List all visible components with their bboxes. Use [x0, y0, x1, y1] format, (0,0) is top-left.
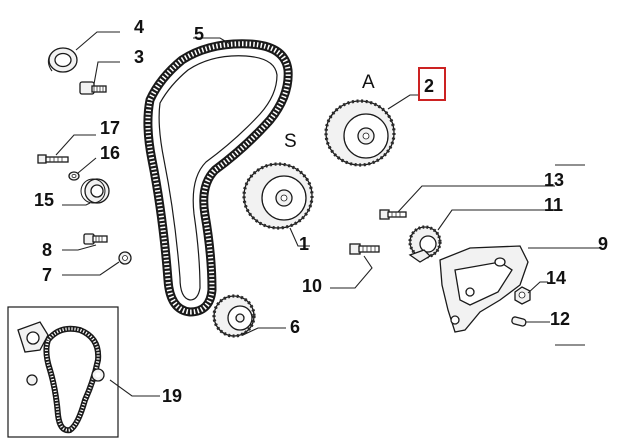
callout-14[interactable]: 14: [546, 268, 566, 288]
callout-5[interactable]: 5: [194, 24, 204, 44]
camshaft-pulley-exhaust[interactable]: [242, 162, 314, 230]
crankshaft-pulley[interactable]: [212, 294, 256, 338]
bolt-8[interactable]: [83, 233, 108, 245]
timing-kit-inset[interactable]: [7, 306, 119, 438]
callout-4[interactable]: 4: [134, 17, 144, 37]
washer-16[interactable]: [68, 171, 80, 181]
nut-7[interactable]: [118, 251, 132, 265]
callout-10[interactable]: 10: [302, 276, 322, 296]
bolt-17[interactable]: [37, 154, 69, 164]
nut-14[interactable]: [514, 286, 531, 305]
callout-15[interactable]: 15: [34, 190, 54, 210]
bolt-13[interactable]: [379, 209, 407, 220]
belt-tensioner[interactable]: [408, 225, 442, 263]
highlight-box: [418, 67, 446, 101]
timing-belt[interactable]: [143, 39, 293, 317]
bolt-3[interactable]: [79, 81, 107, 95]
letter-s: S: [284, 131, 297, 152]
callout-6[interactable]: 6: [290, 317, 300, 337]
idler-roller[interactable]: [80, 178, 110, 204]
callout-17[interactable]: 17: [100, 118, 120, 138]
camshaft-pulley-intake[interactable]: [324, 99, 396, 167]
leader-lines: [55, 31, 600, 397]
callout-9[interactable]: 9: [598, 234, 608, 254]
dowel-pin-12[interactable]: [511, 316, 527, 327]
callout-13[interactable]: 13: [544, 170, 564, 190]
callout-2[interactable]: 2: [424, 76, 434, 96]
callout-7[interactable]: 7: [42, 265, 52, 285]
callout-11[interactable]: 11: [544, 195, 563, 215]
callout-19[interactable]: 19: [162, 386, 182, 406]
callout-8[interactable]: 8: [42, 240, 52, 260]
bolt-10[interactable]: [349, 243, 380, 255]
callout-1[interactable]: 1: [299, 234, 309, 254]
letter-a: A: [362, 72, 375, 93]
callout-16[interactable]: 16: [100, 143, 120, 163]
callout-12[interactable]: 12: [550, 309, 570, 329]
callout-3[interactable]: 3: [134, 47, 144, 67]
tensioner-bracket[interactable]: [439, 245, 529, 333]
oil-seal[interactable]: [47, 47, 78, 73]
